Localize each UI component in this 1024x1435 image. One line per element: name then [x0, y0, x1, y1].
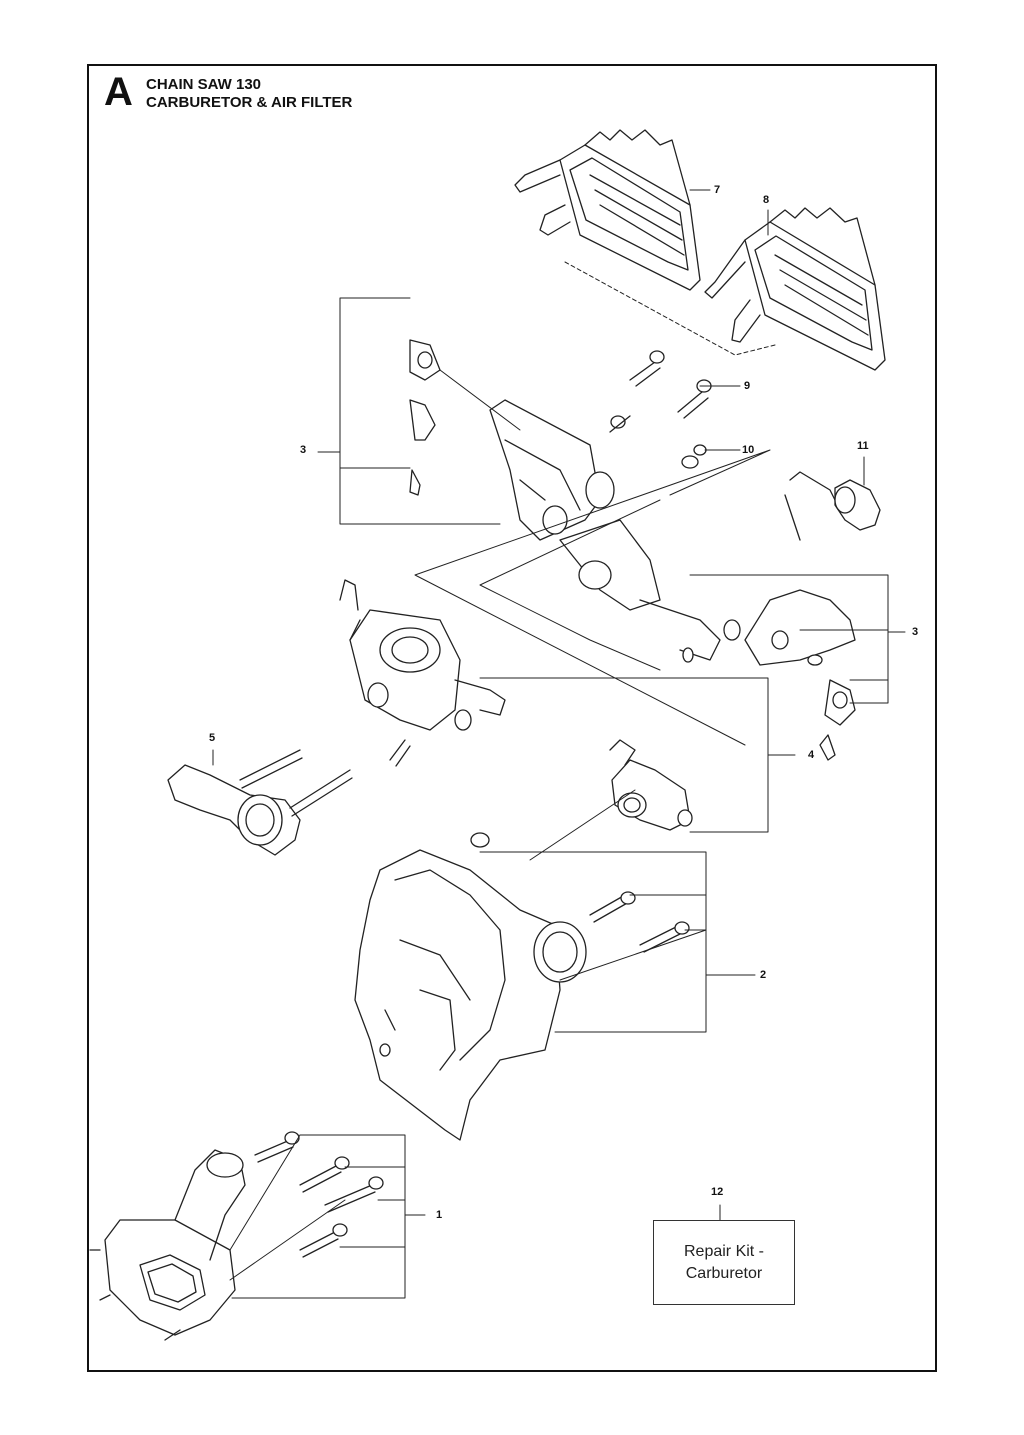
air-filter-7: [514, 129, 701, 291]
primer-bulb-11: [784, 471, 881, 541]
callout-11: 11: [857, 440, 869, 452]
callout-3-right: 3: [912, 626, 919, 638]
callout-12: 12: [711, 1186, 724, 1198]
filter-base-2: [354, 832, 690, 1141]
callout-1: 1: [436, 1209, 443, 1221]
section-letter: A: [104, 70, 133, 114]
title-line-2: CARBURETOR & AIR FILTER: [146, 94, 353, 111]
callout-2: 2: [760, 969, 767, 981]
fitting-set-3-right: [744, 589, 856, 761]
diagram-frame: [87, 64, 937, 1372]
intake-adapter-5: [167, 749, 353, 856]
intake-housing: [489, 399, 741, 663]
carburetor-part: [339, 579, 506, 767]
title-line-1: CHAIN SAW 130: [146, 76, 262, 93]
fitting-set-3-left: [409, 339, 521, 496]
repair-kit-line-2: Carburetor: [685, 1264, 763, 1282]
repair-kit-line-1: Repair Kit -: [683, 1242, 765, 1260]
callout-9: 9: [744, 380, 751, 392]
callout-7: 7: [714, 184, 721, 196]
intake-boot-4: [609, 739, 693, 831]
screws-9: [609, 350, 741, 433]
dashed-guide: [564, 261, 776, 356]
callout-8: 8: [763, 194, 770, 206]
leader-lines: [212, 189, 906, 1299]
callout-3-left: 3: [300, 444, 307, 456]
repair-kit-box: Repair Kit - Carburetor: [653, 1220, 795, 1305]
page-title: CHAIN SAW 130 CARBURETOR & AIR FILTER: [146, 76, 352, 112]
callout-5: 5: [209, 732, 216, 744]
air-filter-8: [704, 207, 886, 371]
washer-10: [681, 444, 741, 469]
callout-10: 10: [742, 444, 755, 456]
intake-manifold-1: [89, 1131, 384, 1341]
callout-4: 4: [808, 749, 815, 761]
